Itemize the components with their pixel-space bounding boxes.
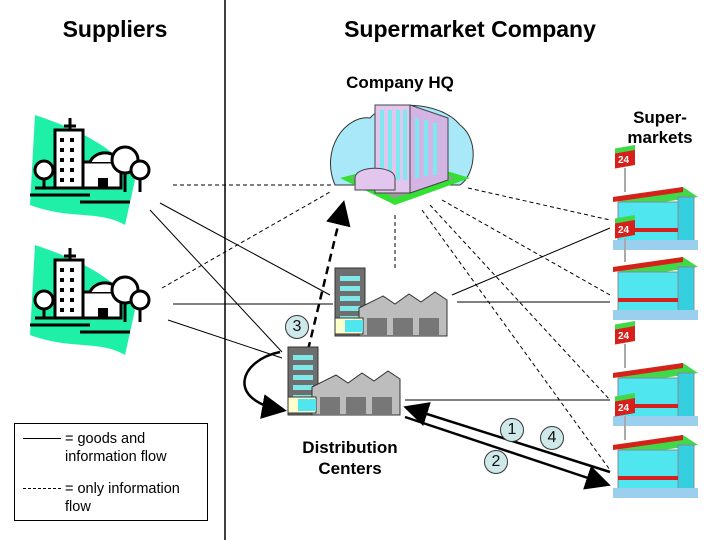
goods-line-supplier1-dc1 (159, 202, 331, 296)
supplier-building-icon-1 (28, 113, 151, 227)
info-line-hq-store3 (429, 204, 611, 401)
company-hq-icon (330, 104, 474, 205)
company-hq-label: Company HQ (346, 73, 454, 92)
distribution-centers-label-line1: Distribution (302, 438, 398, 457)
step-badge-1: 1 (500, 418, 524, 442)
info-line-hq-store1 (467, 187, 611, 221)
distribution-center-icon-2 (287, 346, 401, 416)
supermarkets-label-line1: Super- (633, 108, 687, 127)
arrow-dc-loop (243, 350, 287, 419)
distribution-center-icon-1 (334, 267, 448, 337)
arrow-delivery-to-store (404, 415, 611, 490)
step-badge-2: 2 (484, 450, 508, 474)
goods-line-supplier1-dc2 (149, 209, 283, 353)
distribution-centers-label-line2: Centers (318, 459, 382, 478)
supermarket-company-title: Supermarket Company (344, 16, 596, 42)
goods-line-supplier2-dc2 (167, 319, 283, 359)
legend-dashed-text: = only information flow (65, 481, 180, 515)
info-line-supplier2-hq (161, 191, 331, 289)
legend-box: = goods and information flow = only info… (14, 423, 208, 521)
suppliers-title: Suppliers (62, 16, 168, 42)
legend-dashed-row: = only information flow (23, 480, 203, 520)
info-line-hq-store4 (421, 209, 611, 471)
legend-solid-line (23, 438, 61, 439)
arrow-info-dc-to-hq (306, 200, 351, 351)
step-badge-4: 4 (540, 426, 564, 450)
legend-dashed-line (23, 488, 61, 489)
legend-solid-text: = goods and information flow (65, 431, 167, 465)
legend-solid-row: = goods and information flow (23, 430, 203, 470)
step-badge-3: 3 (285, 315, 309, 339)
supplier-building-icon-2 (28, 243, 151, 357)
flow-lines (149, 184, 611, 471)
goods-line-dc1-store1 (451, 227, 611, 296)
supermarkets-label-line2: markets (627, 128, 693, 147)
